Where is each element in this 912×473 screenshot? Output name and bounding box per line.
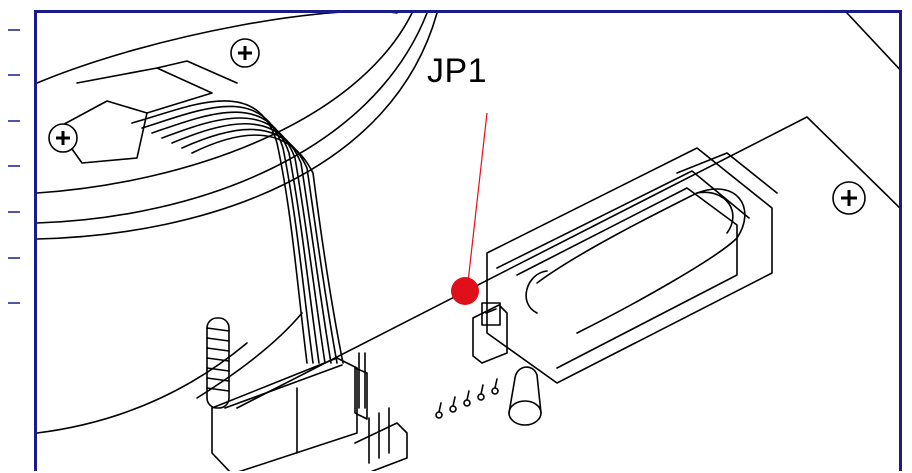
- mounting-bracket: [56, 100, 148, 164]
- diagram-frame: [34, 10, 902, 471]
- screw-icon: [48, 123, 78, 153]
- ribbon-cable-icon: [131, 100, 344, 364]
- header-connector-icon: [354, 352, 408, 471]
- housing-outer-arc: [37, 13, 398, 84]
- callout-dot: [451, 277, 479, 305]
- callout-line: [466, 112, 488, 292]
- battery-holder-icon: [486, 147, 778, 384]
- spring-icon: [206, 317, 230, 409]
- screw-icon: [832, 181, 866, 215]
- ribbon-connector: [211, 357, 358, 471]
- led-icon: [508, 366, 542, 426]
- housing-arc-1: [37, 13, 413, 194]
- housing-arc-3: [37, 13, 438, 240]
- housing-arc-2: [37, 13, 428, 224]
- screw-icon: [230, 38, 260, 68]
- housing-lower-arc: [37, 342, 248, 434]
- margin-tick-marks: [8, 29, 20, 304]
- jp1-label: JP1: [427, 52, 488, 90]
- board-edge: [236, 116, 899, 409]
- jumper-icon: [472, 302, 508, 364]
- component-leads: [435, 378, 499, 419]
- circuit-board-illustration: [37, 13, 899, 471]
